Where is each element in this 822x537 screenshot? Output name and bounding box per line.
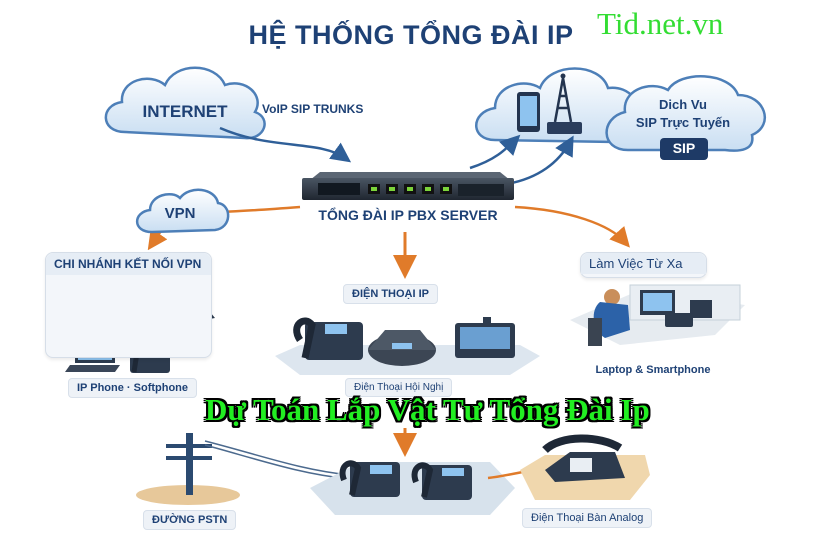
remote-work-header: Làm Việc Từ Xa — [581, 253, 706, 274]
vpn-cloud-icon — [135, 188, 230, 234]
pstn-wire — [204, 440, 351, 476]
conference-phone-label: Điện Thoại Hội Nghị — [345, 378, 453, 397]
sip-service-line2: SIP Trực Tuyến — [635, 115, 731, 130]
office-desk-phone-icon — [339, 460, 400, 497]
page-title: HỆ THỐNG TỔNG ĐÀI IP — [248, 20, 574, 50]
sip-trunks-label: VoIP SIP TRUNKS — [262, 102, 364, 116]
cloud-link-arrow-1 — [469, 134, 521, 170]
ip-phones-header: ĐIỆN THOẠI IP — [343, 284, 439, 304]
conference-phone-icon — [368, 330, 436, 366]
pbx-server-icon — [302, 172, 514, 200]
vpn-label: VPN — [164, 205, 196, 222]
overlay-caption: Dự Toán Lắp Vật Tư Tổng Đài Ip — [205, 392, 650, 427]
remote-work-panel: Làm Việc Từ Xa — [580, 252, 707, 278]
utility-pole-icon — [166, 433, 212, 495]
mobile-cloud-icon — [475, 67, 639, 144]
sip-service-cloud-icon — [605, 75, 767, 160]
video-phone-icon — [455, 317, 515, 358]
analog-phone-icon — [542, 434, 625, 482]
sip-badge: SIP — [672, 140, 696, 156]
pbx-server-label: TỔNG ĐÀI IP PBX SERVER — [318, 207, 498, 223]
internet-label: INTERNET — [142, 102, 228, 121]
internet-cloud-icon — [104, 66, 266, 140]
analog-phone-label: Điện Thoại Bàn Analog — [522, 508, 653, 528]
office-desk-phone-icon — [411, 462, 472, 500]
pstn-wire — [204, 444, 351, 480]
sip-trunk-arrow — [219, 126, 352, 163]
sip-service-line1: Dich Vu — [659, 97, 707, 112]
pstn-label: ĐƯỜNG PSTN — [143, 510, 237, 530]
branch-footer: IP Phone · Softphone — [68, 378, 198, 398]
cell-tower-icon — [553, 73, 573, 123]
branch-header: CHI NHÁNH KẾT NỐI VPN — [46, 253, 211, 275]
remote-work-arrow — [514, 205, 630, 248]
router-icon — [547, 122, 582, 134]
ip-desk-phone-icon — [293, 317, 363, 360]
branch-panel: CHI NHÁNH KẾT NỐI VPN — [45, 252, 212, 358]
remote-worker-icon — [570, 284, 745, 346]
brand-watermark: Tid.net.vn — [597, 6, 724, 41]
remote-work-footer: Laptop & Smartphone — [595, 364, 711, 376]
